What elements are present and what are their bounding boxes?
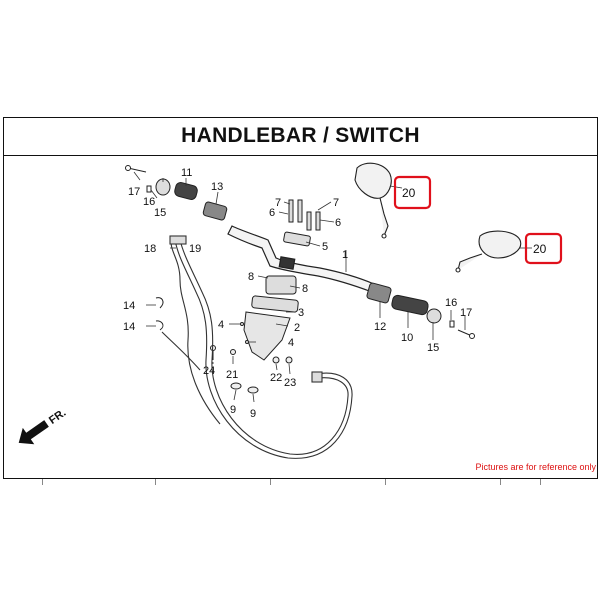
part-label-13: 13 xyxy=(211,181,223,193)
part-label-14-bottom: 14 xyxy=(123,321,135,333)
footer-tick xyxy=(385,479,386,485)
highlight-box-20-right xyxy=(524,232,563,265)
part-label-23: 23 xyxy=(284,377,296,389)
part-label-20-left: 20 xyxy=(402,186,416,200)
right-grip-assembly xyxy=(366,282,475,339)
part-label-18: 18 xyxy=(144,243,156,255)
footer-tick xyxy=(270,479,271,485)
mirror-right xyxy=(455,230,522,273)
front-direction-label: FR. xyxy=(47,407,68,427)
part-label-17: 17 xyxy=(128,186,140,198)
part-label-3: 3 xyxy=(298,307,304,319)
footer-tick xyxy=(540,479,541,485)
part-label-19: 19 xyxy=(189,243,201,255)
part-label-11: 11 xyxy=(181,167,192,179)
part-label-4-left: 4 xyxy=(218,319,224,331)
part-label-9-right: 9 xyxy=(250,408,256,420)
part-label-1: 1 xyxy=(342,249,348,261)
leader-lines xyxy=(133,171,532,403)
diagram-frame xyxy=(3,117,598,479)
part-labels: 17 16 15 11 13 7 6 7 6 5 1 8 8 3 2 4 4 1… xyxy=(123,167,547,420)
title-bar: HANDLEBAR / SWITCH xyxy=(3,117,598,156)
clamp-parts xyxy=(243,199,321,361)
part-label-8-left: 8 xyxy=(248,271,254,283)
fasteners xyxy=(155,297,293,394)
part-label-21: 21 xyxy=(226,369,238,381)
part-label-16-right: 16 xyxy=(445,297,457,309)
part-label-15-right: 15 xyxy=(427,342,439,354)
cable-assembly xyxy=(161,235,353,459)
highlight-box-20-left xyxy=(393,175,432,210)
part-label-16: 16 xyxy=(143,196,155,208)
part-label-20-right: 20 xyxy=(533,242,547,256)
footer-tick xyxy=(42,479,43,485)
part-label-8-right: 8 xyxy=(302,283,308,295)
part-label-6-right: 6 xyxy=(335,217,341,229)
part-label-14-top: 14 xyxy=(123,300,135,312)
part-label-9-left: 9 xyxy=(230,404,236,416)
part-label-7-right: 7 xyxy=(333,197,339,209)
mirror-left xyxy=(354,162,392,239)
footer-tick xyxy=(500,479,501,485)
part-label-17-right: 17 xyxy=(460,307,472,319)
part-label-4-right: 4 xyxy=(288,337,294,349)
part-label-2: 2 xyxy=(294,322,300,334)
part-label-22: 22 xyxy=(270,372,282,384)
part-label-12: 12 xyxy=(374,321,386,333)
diagram-title: HANDLEBAR / SWITCH xyxy=(181,124,420,147)
part-label-6-left: 6 xyxy=(269,207,275,219)
part-label-24: 24 xyxy=(203,365,215,377)
part-label-7-left: 7 xyxy=(275,197,281,209)
part-label-15: 15 xyxy=(154,207,166,219)
left-grip-assembly xyxy=(125,165,228,221)
reference-note: Pictures are for reference only xyxy=(475,462,596,472)
footer-tick xyxy=(155,479,156,485)
part-label-5: 5 xyxy=(322,241,328,253)
front-direction-arrow: FR. xyxy=(18,407,68,445)
part-label-10: 10 xyxy=(401,332,413,344)
